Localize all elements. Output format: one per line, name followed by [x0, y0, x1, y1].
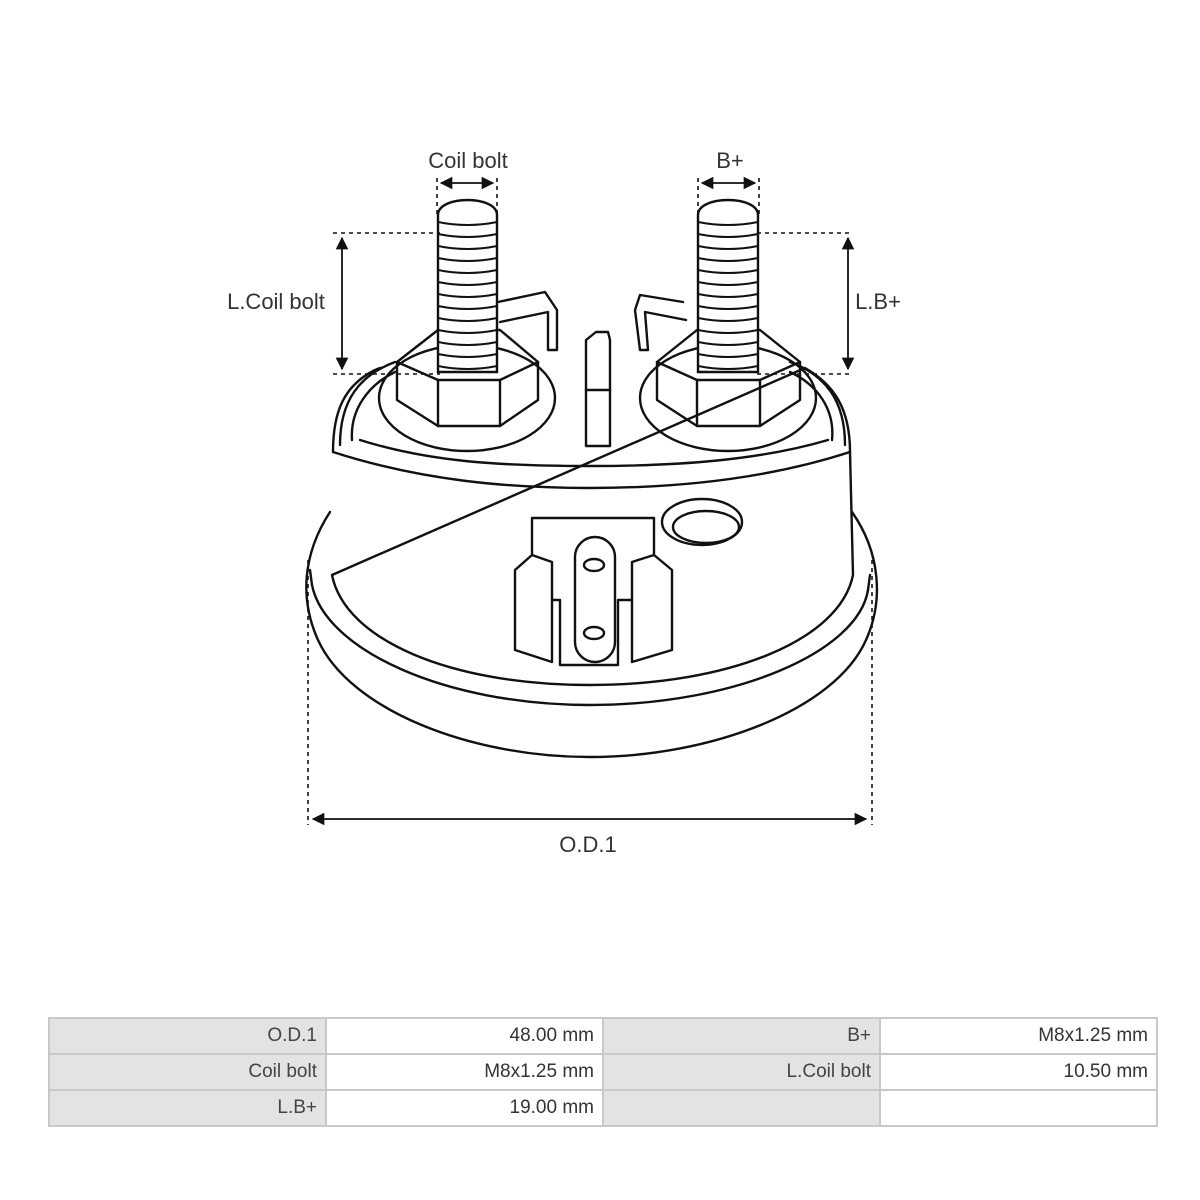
thread-ridge	[437, 245, 498, 250]
center-rib	[584, 330, 612, 448]
thread-ridge	[697, 245, 759, 250]
thread-ridge	[437, 353, 498, 358]
table-row: Coil bolt M8x1.25 mm L.Coil bolt 10.50 m…	[48, 1053, 1158, 1091]
connector-strap	[573, 535, 617, 664]
back-tab-right	[633, 293, 688, 352]
b-plus-dim-label: B+	[716, 148, 744, 173]
spec-value: 48.00 mm	[325, 1017, 604, 1055]
thread-ridge	[437, 269, 498, 274]
flange-rim	[310, 583, 870, 707]
thread-ridge	[437, 281, 498, 286]
thread-ridge	[697, 221, 759, 226]
spec-value: M8x1.25 mm	[325, 1053, 604, 1091]
thread-ridge	[437, 257, 498, 262]
spec-label: B+	[602, 1017, 881, 1055]
spec-label: L.B+	[48, 1089, 327, 1127]
body-top-edge	[331, 450, 852, 490]
thread-ridge	[697, 233, 759, 238]
thread-ridge	[437, 233, 498, 238]
flange-outline	[305, 510, 879, 759]
thread-ridge	[437, 365, 498, 370]
thread-ridge	[437, 341, 498, 346]
coil-bolt-dim-label: Coil bolt	[428, 148, 507, 173]
spec-value	[879, 1089, 1158, 1127]
back-tab-left	[496, 290, 559, 352]
thread-ridge	[697, 353, 759, 358]
body-outline	[330, 366, 855, 687]
spec-value: 10.50 mm	[879, 1053, 1158, 1091]
l-b-plus-dim-label: L.B+	[855, 289, 901, 314]
thread-ridge	[697, 281, 759, 286]
spec-label	[602, 1089, 881, 1127]
thread-ridge	[697, 365, 759, 370]
od1-dim-label: O.D.1	[559, 832, 616, 857]
thread-ridge	[437, 329, 498, 334]
table-row: O.D.1 48.00 mm B+ M8x1.25 mm	[48, 1017, 1158, 1055]
thread-ridge	[697, 305, 759, 310]
thread-ridge	[437, 221, 498, 226]
thread-ridge	[437, 293, 498, 298]
front-connector	[513, 516, 674, 667]
l-coil-bolt-dim-label: L.Coil bolt	[227, 289, 325, 314]
spec-label: Coil bolt	[48, 1053, 327, 1091]
mounting-hole	[660, 497, 744, 547]
thread-ridge	[437, 305, 498, 310]
spec-value: M8x1.25 mm	[879, 1017, 1158, 1055]
thread-ridge	[697, 257, 759, 262]
thread-ridge	[697, 317, 759, 322]
thread-ridge	[697, 269, 759, 274]
thread-ridge	[697, 329, 759, 334]
table-row: L.B+ 19.00 mm	[48, 1089, 1158, 1127]
spec-label: L.Coil bolt	[602, 1053, 881, 1091]
thread-ridge	[697, 341, 759, 346]
top-plate	[358, 438, 830, 468]
spec-label: O.D.1	[48, 1017, 327, 1055]
spec-table: O.D.1 48.00 mm B+ M8x1.25 mm Coil bolt M…	[48, 1017, 1158, 1127]
solenoid-cap-drawing: Coil bolt B+ L.Coil bolt L.B+ O.D.1	[227, 148, 901, 857]
thread-ridge	[437, 317, 498, 322]
spec-value: 19.00 mm	[325, 1089, 604, 1127]
thread-ridge	[697, 293, 759, 298]
